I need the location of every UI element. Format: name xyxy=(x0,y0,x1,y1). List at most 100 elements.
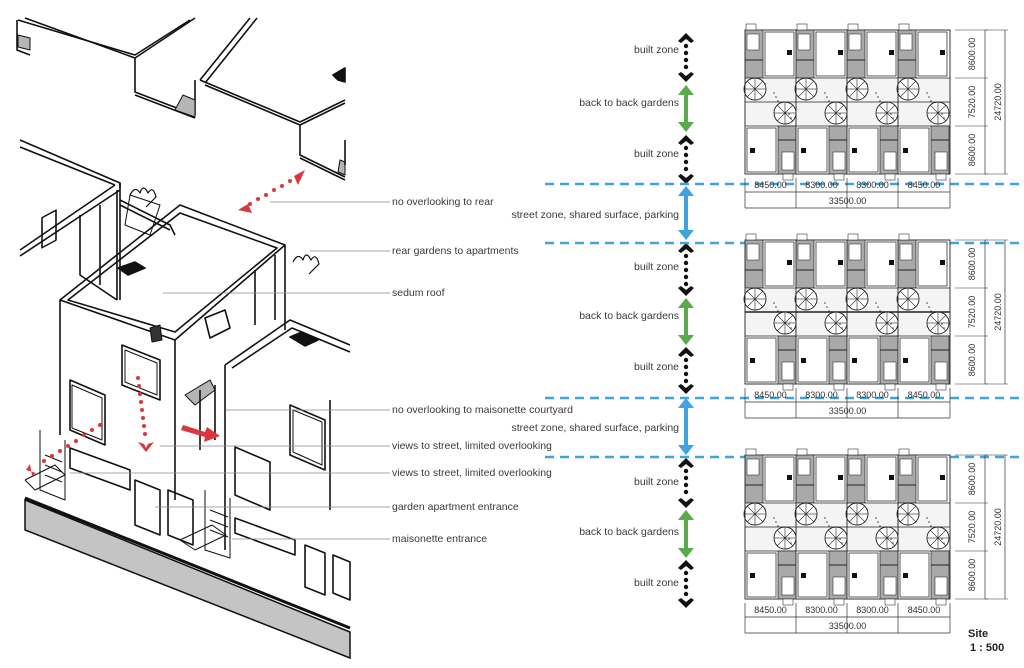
plan-tree-branch xyxy=(930,315,939,324)
built-zone-dot xyxy=(683,43,689,49)
plan-rooflight xyxy=(903,148,908,153)
plan-entrance-step xyxy=(796,233,808,241)
plan-tree-branch xyxy=(930,537,939,546)
dimension-width-label: 8450.00 xyxy=(754,605,787,615)
plan-gravel-dot xyxy=(841,327,843,329)
plan-gravel-dot xyxy=(892,327,894,329)
plan-tree-branch xyxy=(798,298,807,307)
plan-rooflight xyxy=(903,573,908,578)
plan-gravel-dot xyxy=(917,83,919,85)
plan-tree-branch xyxy=(907,291,916,300)
plan-tree-branch xyxy=(930,322,939,331)
plan-tree-branch xyxy=(900,506,909,515)
built-zone-dot xyxy=(683,152,689,158)
plan-entrance-step xyxy=(833,598,845,606)
plan-gravel-dot xyxy=(764,508,766,510)
plan-gravel-dot xyxy=(928,521,930,523)
plan-rooflight xyxy=(801,148,806,153)
built-zone-chevron-up xyxy=(678,458,694,468)
annotation-sedum-roof: sedum roof xyxy=(392,287,445,299)
plan-gravel-dot xyxy=(828,310,830,312)
plan-stair xyxy=(934,576,948,596)
plan-tree-branch xyxy=(930,105,939,114)
zone-label-built: built zone xyxy=(634,577,679,589)
garden-zone-arrowhead-up xyxy=(678,510,694,520)
plan-entrance-step xyxy=(898,233,910,241)
plan-gravel-dot xyxy=(788,538,790,540)
plan-entrance-step xyxy=(847,448,859,456)
garden-zone-arrowhead-up xyxy=(678,298,694,308)
zone-label-built: built zone xyxy=(634,476,679,488)
plan-stair xyxy=(797,458,811,476)
dimension-depth-label: 8600.00 xyxy=(967,134,977,167)
plan-gravel-dot xyxy=(875,92,877,94)
plan-tree-branch xyxy=(828,105,837,114)
plan-gravel-dot xyxy=(928,96,930,98)
zone-label-built: built zone xyxy=(634,261,679,273)
scale-title: Site xyxy=(968,628,989,640)
entrance-stairs xyxy=(24,430,231,559)
plan-gravel-dot xyxy=(828,525,830,527)
plan-rooflight xyxy=(940,475,945,480)
plan-rooflight xyxy=(801,573,806,578)
plan-stair xyxy=(797,243,811,261)
plan-entrance-step xyxy=(898,23,910,31)
plan-gravel-dot xyxy=(941,113,943,115)
street-zone-arrowhead-down xyxy=(678,230,694,240)
plan-tree-branch xyxy=(886,105,895,114)
plan-rooflight xyxy=(889,260,894,265)
dimension-width-label: 8300.00 xyxy=(805,605,838,615)
dimension-width-label: 8300.00 xyxy=(805,180,838,190)
plan-tree-branch xyxy=(754,88,763,97)
built-zone-dot xyxy=(683,145,689,151)
plan-gravel-dot xyxy=(773,517,775,519)
plan-gravel-dot xyxy=(826,96,828,98)
dimension-width-label: 8450.00 xyxy=(908,180,941,190)
built-zone-chevron-down xyxy=(678,498,694,508)
plan-gravel-dot xyxy=(790,327,792,329)
plan-stair xyxy=(934,361,948,381)
plan-tree-branch xyxy=(777,315,786,324)
plan-entrance-step xyxy=(884,383,896,391)
built-zone-dot xyxy=(683,159,689,165)
plan-tree-branch xyxy=(777,105,786,114)
built-zone-dot xyxy=(683,364,689,370)
plan-gravel-dot xyxy=(824,92,826,94)
plan-tree-branch xyxy=(784,105,793,114)
arrow-down-courtyard xyxy=(136,376,154,452)
built-zone-dot xyxy=(683,64,689,70)
dimension-width-label: 8450.00 xyxy=(754,180,787,190)
plan-gravel-dot xyxy=(775,521,777,523)
plan-tree-branch xyxy=(937,112,946,121)
plan-tree-branch xyxy=(828,315,837,324)
plan-unit xyxy=(848,127,879,173)
plan-entrance-step xyxy=(935,173,947,181)
built-zone-dot xyxy=(683,50,689,56)
plan-stair xyxy=(746,243,760,261)
plan-rooflight xyxy=(903,358,908,363)
plan-gravel-dot xyxy=(839,538,841,540)
plan-tree-branch xyxy=(907,298,916,307)
street-zone-arrowhead-up xyxy=(678,398,694,408)
built-zone-dot xyxy=(683,371,689,377)
plan-stair xyxy=(899,33,913,51)
plan-gravel-dot xyxy=(879,310,881,312)
plan-stair xyxy=(746,33,760,51)
annotation-maisonette-entrance: maisonette entrance xyxy=(392,533,488,545)
built-zone-dot xyxy=(683,584,689,590)
plan-gravel-dot xyxy=(841,542,843,544)
zone-label-gardens: back to back gardens xyxy=(579,526,679,538)
plan-gravel-dot xyxy=(875,517,877,519)
plan-gravel-dot xyxy=(943,542,945,544)
plan-gravel-dot xyxy=(930,100,932,102)
plan-tree-branch xyxy=(879,315,888,324)
plan-tree-branch xyxy=(879,112,888,121)
plan-tree-branch xyxy=(798,506,807,515)
plan-gravel-dot xyxy=(879,525,881,527)
plan-stair xyxy=(832,576,846,596)
plan-tree-branch xyxy=(777,112,786,121)
plan-tree-branch xyxy=(907,506,916,515)
plan-gravel-dot xyxy=(824,517,826,519)
built-zone-chevron-down xyxy=(678,384,694,394)
